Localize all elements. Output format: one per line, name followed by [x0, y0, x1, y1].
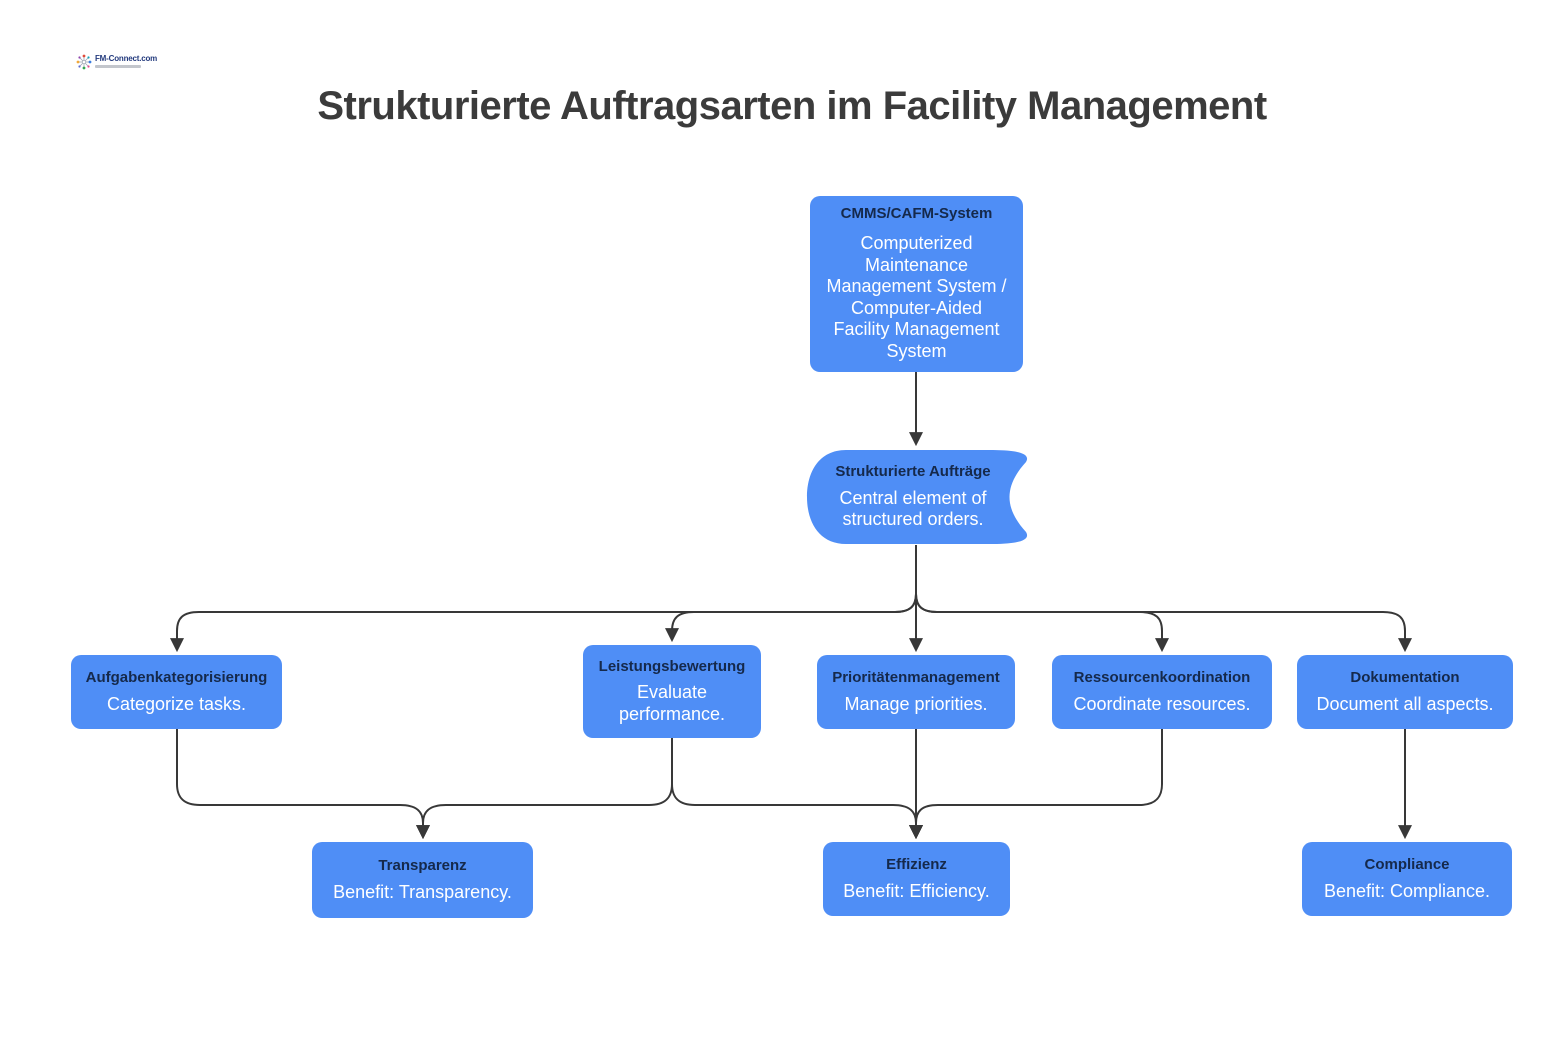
edge-orders-evaluation: [665, 545, 917, 643]
node-body: Coordinate resources.: [1073, 693, 1251, 714]
node-cmms-cafm-system: CMMS/CAFM-System Computerized Maintenanc…: [810, 196, 1023, 372]
document-shape: [807, 450, 1028, 544]
node-title: Transparenz: [378, 856, 467, 874]
node-body: Benefit: Compliance.: [1323, 880, 1491, 901]
node-transparenz: Transparenz Benefit: Transparency.: [312, 842, 533, 918]
edge-orders-documentation: [915, 545, 1412, 653]
edge-evaluation-efficiency: [671, 738, 923, 840]
node-title: CMMS/CAFM-System: [840, 205, 993, 223]
node-effizienz: Effizienz Benefit: Efficiency.: [823, 842, 1010, 916]
edge-evaluation-transparency: [416, 738, 673, 840]
node-title: Dokumentation: [1350, 668, 1460, 686]
node-ressourcenkoordination: Ressourcenkoordination Coordinate resour…: [1052, 655, 1272, 729]
node-body: Document all aspects.: [1316, 693, 1494, 714]
edge-resources-efficiency: [909, 729, 1163, 840]
node-body: Central element of structured orders.: [839, 487, 987, 530]
node-body: Computerized Maintenance Management Syst…: [826, 233, 1007, 362]
node-body: Manage priorities.: [844, 693, 988, 714]
edge-categorization-transparency: [176, 729, 430, 840]
edge-orders-categorization: [170, 545, 917, 653]
edge-orders-resources: [915, 545, 1169, 653]
page-title: Strukturierte Auftragsarten im Facility …: [317, 84, 1267, 128]
logo-tagline: [95, 65, 141, 68]
node-title: Compliance: [1364, 855, 1450, 873]
node-body: Evaluate performance.: [618, 682, 726, 724]
node-title: Aufgabenkategorisierung: [85, 668, 268, 686]
logo-text: FM-Connect.com: [95, 54, 158, 63]
node-dokumentation: Dokumentation Document all aspects.: [1297, 655, 1513, 729]
node-prioritaetenmanagement: Prioritätenmanagement Manage priorities.: [817, 655, 1015, 729]
node-title: Prioritätenmanagement: [832, 668, 1000, 686]
node-body: Categorize tasks.: [106, 693, 247, 714]
node-aufgabenkategorisierung: Aufgabenkategorisierung Categorize tasks…: [71, 655, 282, 729]
node-title: Effizienz: [886, 855, 947, 873]
node-strukturierte-auftraege: Strukturierte Aufträge Central element o…: [806, 449, 1030, 545]
node-compliance: Compliance Benefit: Compliance.: [1302, 842, 1512, 916]
node-body: Benefit: Efficiency.: [843, 880, 990, 901]
node-title: Leistungsbewertung: [598, 657, 746, 675]
node-body: Benefit: Transparency.: [333, 881, 512, 902]
fm-connect-logo: FM-Connect.com: [76, 54, 157, 70]
logo-starburst-icon: [76, 54, 92, 70]
node-leistungsbewertung: Leistungsbewertung Evaluate performance.: [583, 645, 761, 738]
node-title: Strukturierte Aufträge: [835, 463, 991, 481]
node-title: Ressourcenkoordination: [1073, 668, 1251, 686]
